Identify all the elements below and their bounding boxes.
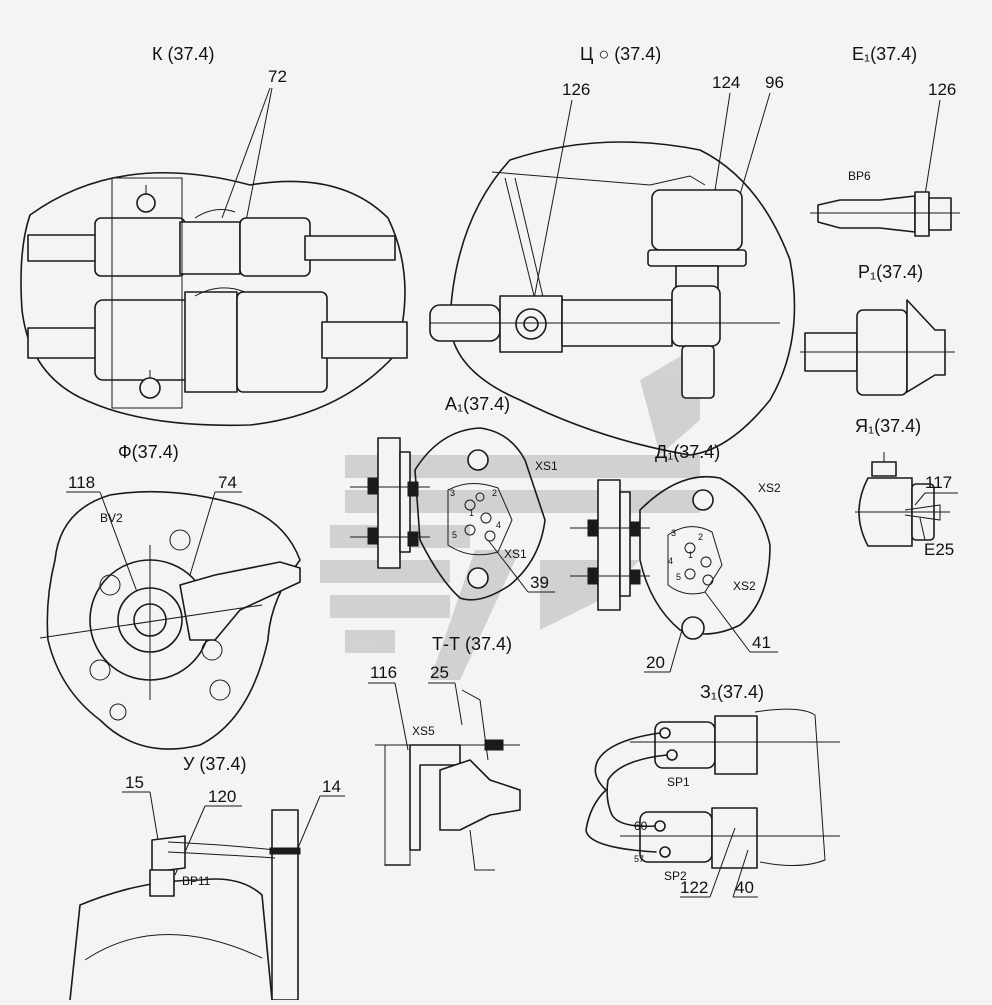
callout-41: 41 (752, 633, 771, 652)
callout-96: 96 (765, 73, 784, 92)
pin-a1-1: 1 (469, 508, 474, 518)
view-f-title: Ф(37.4) (118, 442, 179, 462)
callout-74: 74 (218, 473, 237, 492)
label-xs1: XS1 (535, 459, 558, 473)
view-ts: Ц ○ (37.4) 126 124 96 (429, 44, 796, 456)
label-bv2: BV2 (100, 511, 123, 525)
label-bp6: BP6 (848, 169, 871, 183)
callout-14: 14 (322, 777, 341, 796)
view-u: У (37.4) 15 120 14 BP11 (69, 754, 345, 1001)
pin-d1-1: 1 (688, 550, 693, 560)
view-k: К (37.4) 72 (20, 44, 408, 427)
label-xs1-inner: XS1 (504, 547, 527, 561)
callout-72: 72 (268, 67, 287, 86)
view-ya1-title: Я₁(37.4) (855, 416, 921, 436)
view-a1-title: А₁(37.4) (445, 394, 510, 414)
callout-126b: 126 (928, 80, 956, 99)
label-sp1: SP1 (667, 775, 690, 789)
view-u-title: У (37.4) (183, 754, 246, 774)
label-xs5: XS5 (412, 724, 435, 738)
view-tt-title: Т-Т (37.4) (432, 634, 512, 654)
pin-a1-5: 5 (452, 530, 457, 540)
label-sp2: SP2 (664, 869, 687, 883)
view-k-title: К (37.4) (152, 44, 215, 64)
label-xs2-inner: XS2 (733, 579, 756, 593)
view-z1-title: З₁(37.4) (700, 682, 764, 702)
view-ya1: Я₁(37.4) 117 E25 (855, 416, 958, 559)
pin-a1-4: 4 (496, 520, 501, 530)
pin-d1-3: 3 (671, 528, 676, 538)
view-z1: З₁(37.4) SP1 SP2 60 57 122 40 (585, 682, 840, 898)
callout-116: 116 (370, 663, 397, 682)
callout-39: 39 (530, 573, 549, 592)
callout-20: 20 (646, 653, 665, 672)
callout-124: 124 (712, 73, 740, 92)
callout-15: 15 (125, 773, 144, 792)
pin-d1-4: 4 (668, 556, 673, 566)
view-ts-title: Ц ○ (37.4) (580, 44, 661, 64)
callout-126a: 126 (562, 80, 590, 99)
callout-25: 25 (430, 663, 449, 682)
view-tt: Т-Т (37.4) 116 25 XS5 (368, 634, 521, 871)
view-d1-title: Д₁(37.4) (655, 442, 720, 462)
pin-a1-2: 2 (492, 488, 497, 498)
callout-122: 122 (680, 878, 708, 897)
view-r1-title: Р₁(37.4) (858, 262, 923, 282)
view-e1-title: Е₁(37.4) (852, 44, 917, 64)
watermark-logo (320, 345, 700, 680)
label-xs2: XS2 (758, 481, 781, 495)
callout-120: 120 (208, 787, 236, 806)
label-e25: E25 (924, 540, 954, 559)
view-a1: А₁(37.4) XS1 3 2 1 5 4 XS1 39 (350, 394, 558, 601)
label-bp11: BP11 (182, 874, 211, 888)
wire-57: 57 (634, 854, 644, 864)
view-f: Ф(37.4) 118 74 BV2 (39, 442, 301, 750)
pin-d1-2: 2 (698, 532, 703, 542)
view-d1: Д₁(37.4) XS2 3 2 1 4 5 XS2 20 41 (570, 442, 781, 673)
pin-a1-3: 3 (450, 488, 455, 498)
pin-d1-5: 5 (676, 572, 681, 582)
callout-118: 118 (68, 473, 95, 492)
view-r1: Р₁(37.4) (800, 262, 955, 396)
wire-60: 60 (634, 819, 648, 833)
view-e1: Е₁(37.4) 126 BP6 (810, 44, 960, 237)
callout-40: 40 (735, 878, 754, 897)
callout-117: 117 (925, 473, 952, 492)
